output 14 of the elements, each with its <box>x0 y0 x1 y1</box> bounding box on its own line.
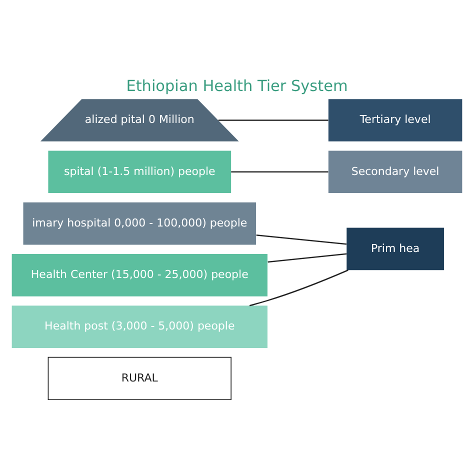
node-box: spital (1-1.5 million) people <box>48 150 232 193</box>
connector <box>218 119 328 120</box>
node-box: Tertiary level <box>328 98 462 141</box>
node-box: Secondary level <box>328 150 462 193</box>
connector <box>231 170 328 172</box>
diagram-title: Ethiopian Health Tier System <box>126 76 348 94</box>
node-box: Health post (3,000 - 5,000) people <box>12 305 268 348</box>
connector <box>268 252 347 262</box>
connector <box>256 234 347 244</box>
node-box: imary hospital 0,000 - 100,000) people <box>23 202 256 244</box>
connector <box>249 269 348 306</box>
node-box: RURAL <box>48 356 232 400</box>
node-box: Prim hea <box>346 227 444 270</box>
node-box: Health Center (15,000 - 25,000) people <box>12 254 268 296</box>
